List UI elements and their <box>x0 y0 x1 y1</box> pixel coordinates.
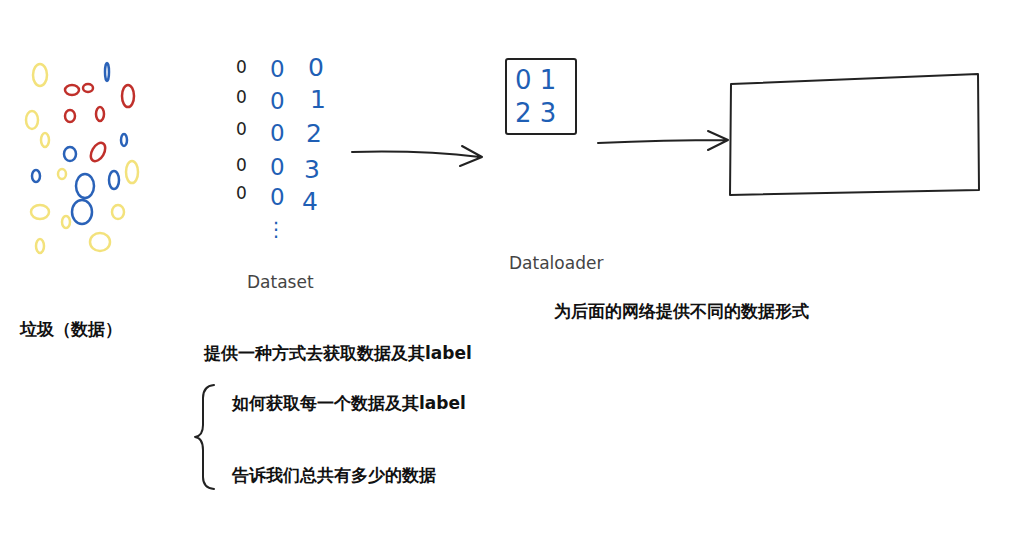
note-text: 如何获取每一个数据及其label <box>232 394 466 414</box>
data-item: 0 <box>270 184 285 210</box>
ellipsis-mark: ⋮ <box>266 218 286 241</box>
data-blob <box>36 239 44 253</box>
data-blob <box>31 205 49 219</box>
curly-bracket <box>195 385 214 489</box>
data-blob <box>76 174 94 198</box>
label-value: 0 <box>308 54 324 83</box>
data-blob <box>90 233 110 251</box>
label-value: 3 <box>304 156 320 185</box>
batch-values: 0 1 2 3 <box>515 64 567 129</box>
network-box <box>730 74 979 195</box>
index-mark: 0 <box>236 58 247 78</box>
component-name: Dataset <box>247 273 314 293</box>
label-value: 1 <box>310 86 326 115</box>
index-mark: 0 <box>236 184 247 204</box>
component-name: Dataloader <box>509 254 603 274</box>
data-blob <box>65 85 79 95</box>
index-mark: 0 <box>236 120 247 140</box>
data-blob <box>33 64 47 86</box>
data-blob <box>26 111 38 129</box>
label-value: 4 <box>302 188 318 217</box>
data-item: 0 <box>270 120 285 146</box>
data-blob <box>105 63 109 81</box>
loader-box: 0 1 2 3 <box>505 58 577 135</box>
note-text: 告诉我们总共有多少的数据 <box>232 466 436 486</box>
flow-arrow <box>598 131 728 150</box>
data-blob <box>96 107 104 121</box>
data-blob <box>83 84 93 92</box>
data-item: 0 <box>270 154 285 180</box>
data-blob <box>88 140 108 163</box>
data-blob <box>41 133 49 147</box>
data-blob <box>62 216 70 228</box>
flow-arrow <box>352 146 482 166</box>
data-blob <box>58 169 66 179</box>
data-blob <box>121 134 127 146</box>
data-blob <box>122 85 134 107</box>
data-blob <box>109 171 119 189</box>
data-blob <box>64 147 76 161</box>
data-item: 0 <box>270 56 285 82</box>
data-blob <box>112 205 124 219</box>
note-text: 为后面的网络提供不同的数据形式 <box>554 302 809 322</box>
scattered-data <box>26 63 138 253</box>
data-blob <box>72 200 92 224</box>
data-item: 0 <box>270 88 285 114</box>
label-value: 2 <box>306 120 322 149</box>
note-text: 提供一种方式去获取数据及其label <box>204 344 472 364</box>
data-blob <box>32 170 40 182</box>
index-mark: 0 <box>236 88 247 108</box>
index-mark: 0 <box>236 156 247 176</box>
data-caption: 垃圾（数据） <box>20 320 122 340</box>
data-blob <box>65 110 75 122</box>
data-blob <box>126 161 138 183</box>
